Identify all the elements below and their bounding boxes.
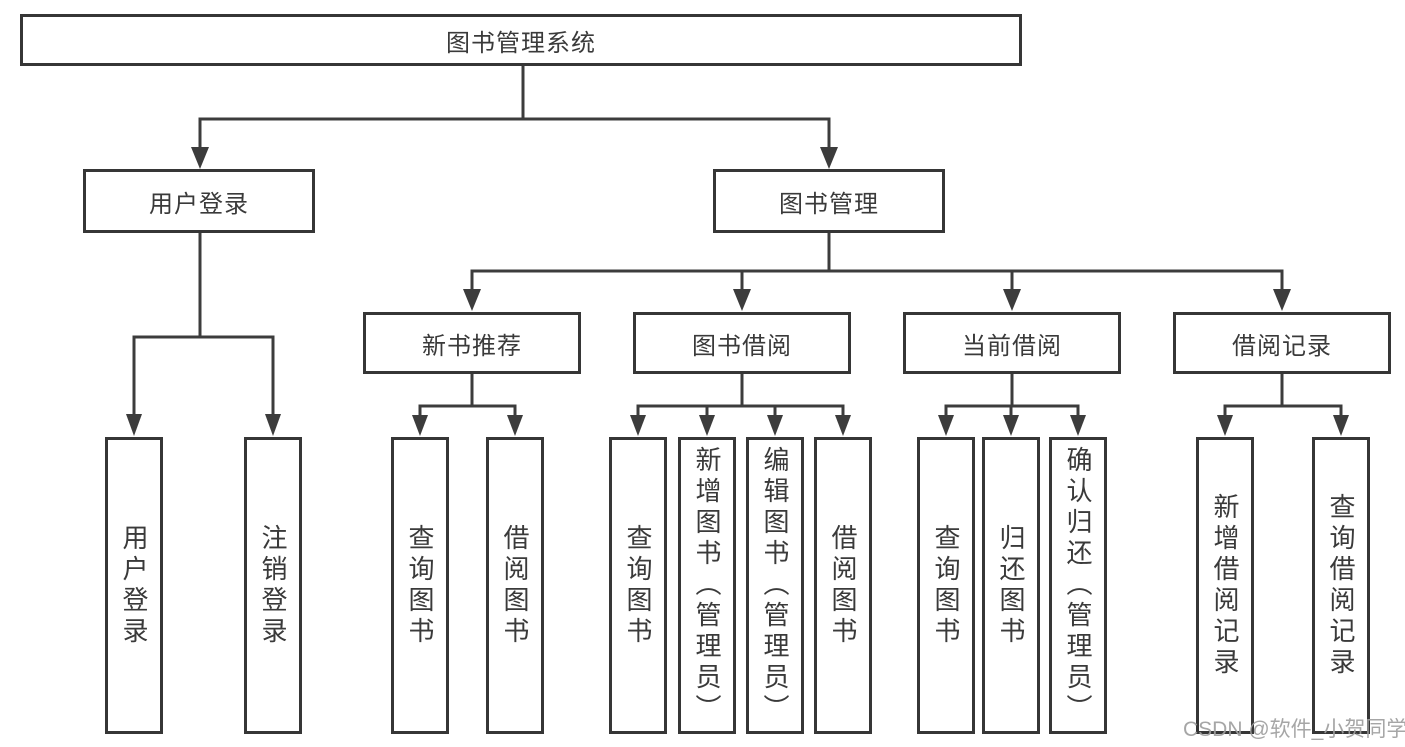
leaf-query-books-current-label: 查询图书 — [931, 523, 961, 648]
leaf-user-login: 用户登录 — [105, 437, 163, 734]
node-book-management-label: 图书管理 — [779, 190, 879, 218]
leaf-borrow-books-recommend: 借阅图书 — [486, 437, 544, 734]
node-user-login-group: 用户登录 — [83, 169, 315, 233]
leaf-edit-books-admin-label: 编辑图书（管理员） — [760, 446, 790, 725]
node-current-borrowing: 当前借阅 — [903, 312, 1121, 374]
leaf-borrow-books: 借阅图书 — [814, 437, 872, 734]
leaf-add-books-admin: 新增图书（管理员） — [678, 437, 736, 734]
node-book-management: 图书管理 — [713, 169, 945, 233]
leaf-logout: 注销登录 — [244, 437, 302, 734]
leaf-return-books-label: 归还图书 — [996, 523, 1026, 648]
leaf-add-borrow-record: 新增借阅记录 — [1196, 437, 1254, 734]
leaf-borrow-books-recommend-label: 借阅图书 — [500, 523, 530, 648]
leaf-query-books-borrowing-label: 查询图书 — [623, 523, 653, 648]
leaf-add-books-admin-label: 新增图书（管理员） — [692, 446, 722, 725]
leaf-query-borrow-record-label: 查询借阅记录 — [1326, 492, 1356, 679]
node-book-borrowing: 图书借阅 — [633, 312, 851, 374]
node-root-label: 图书管理系统 — [446, 29, 596, 57]
node-new-book-recommendation: 新书推荐 — [363, 312, 581, 374]
node-book-borrowing-label: 图书借阅 — [692, 332, 792, 360]
node-user-login-group-label: 用户登录 — [149, 190, 249, 218]
leaf-borrow-books-label: 借阅图书 — [828, 523, 858, 648]
node-root-system: 图书管理系统 — [20, 14, 1022, 66]
node-current-borrowing-label: 当前借阅 — [962, 332, 1062, 360]
leaf-user-login-label: 用户登录 — [119, 523, 149, 648]
leaf-logout-label: 注销登录 — [258, 523, 288, 648]
node-borrowing-records: 借阅记录 — [1173, 312, 1391, 374]
leaf-query-borrow-record: 查询借阅记录 — [1312, 437, 1370, 734]
leaf-query-books-borrowing: 查询图书 — [609, 437, 667, 734]
node-borrowing-records-label: 借阅记录 — [1232, 332, 1332, 360]
leaf-query-books-recommend-label: 查询图书 — [405, 523, 435, 648]
leaf-confirm-return-admin-label: 确认归还（管理员） — [1063, 446, 1093, 725]
node-new-book-recommendation-label: 新书推荐 — [422, 332, 522, 360]
arrowhead-icons — [126, 147, 1349, 436]
leaf-edit-books-admin: 编辑图书（管理员） — [746, 437, 804, 734]
leaf-query-books-current: 查询图书 — [917, 437, 975, 734]
csdn-watermark: CSDN @软件_小贺同学 — [1183, 718, 1405, 741]
leaf-return-books: 归还图书 — [982, 437, 1040, 734]
leaf-confirm-return-admin: 确认归还（管理员） — [1049, 437, 1107, 734]
leaf-add-borrow-record-label: 新增借阅记录 — [1210, 492, 1240, 679]
leaf-query-books-recommend: 查询图书 — [391, 437, 449, 734]
